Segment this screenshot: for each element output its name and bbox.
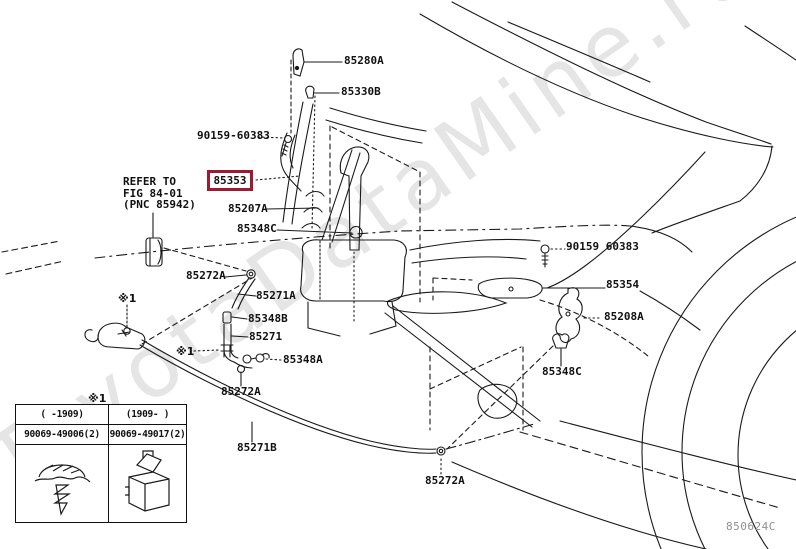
part-label-85207A[interactable]: 85207A [228, 202, 268, 215]
part-label-85271[interactable]: 85271 [249, 330, 283, 343]
refer-note-line1: REFER TO [123, 175, 176, 188]
washer-tank-drawing [300, 238, 541, 337]
box-clip-icon [124, 450, 170, 512]
table-header-early: ( -1909) [15, 404, 109, 425]
part-label-85272A-upper[interactable]: 85272A [186, 269, 226, 282]
leader-lines [193, 61, 606, 475]
refer-note-line2: FIG 84-01 [123, 186, 183, 200]
ref-mark-1-mid: ※1 [176, 345, 195, 358]
part-label-85348B[interactable]: 85348B [248, 312, 288, 325]
joint-icon-85348B [222, 311, 232, 324]
clip-icon-hood [123, 327, 131, 335]
grommet-icon-top [246, 269, 256, 279]
part-label-85272A-bottom[interactable]: 85272A [425, 474, 465, 487]
diagram-code: 850624C [726, 520, 776, 533]
right-parts-drawing [432, 244, 701, 450]
part-label-85272A-mid[interactable]: 85272A [221, 385, 261, 398]
part-label-85354[interactable]: 85354 [606, 278, 640, 291]
hood-edge-and-hose-drawing [84, 212, 535, 456]
ref-mark-1-left: ※1 [118, 292, 137, 305]
cowl-and-pillar-drawing [280, 48, 427, 323]
refer-note-line3: (PNC 85942) [123, 198, 196, 211]
screw-icon-right [540, 244, 550, 268]
part-label-85271B[interactable]: 85271B [237, 441, 277, 454]
push-clip-icon [34, 464, 91, 516]
screw-icon-left [281, 134, 293, 157]
variant-table: ( -1909) (1909- ) 90069-49006(2) 90069-4… [15, 404, 187, 523]
clip-icon-mid [220, 344, 234, 358]
table-caption-ref-mark: ※1 [88, 392, 107, 405]
table-part-early[interactable]: 90069-49006(2) [15, 424, 109, 445]
nozzle-dish-85354 [477, 277, 543, 299]
part-label-85280A[interactable]: 85280A [344, 54, 384, 67]
part-label-85353: 85353 [213, 174, 247, 187]
clip-icon-85348C-left [349, 225, 363, 239]
part-label-85271A[interactable]: 85271A [256, 289, 296, 302]
hose-part-85208A [555, 287, 583, 344]
part-label-90159-60383-right[interactable]: 90159 60383 [566, 240, 639, 253]
grommet-icon-bottom [436, 446, 446, 456]
grommet-icon-85348A [242, 353, 270, 364]
refer-part-drawing [145, 237, 163, 267]
grommet-icon-right [552, 333, 570, 349]
part-label-85208A[interactable]: 85208A [604, 310, 644, 323]
clip-drawing-early-cell [15, 444, 109, 523]
part-label-90159-60383-left[interactable]: 90159-60383 [197, 129, 270, 142]
table-header-late: (1909- ) [108, 404, 187, 425]
refer-note: REFER TO FIG 84-01 (PNC 85942) [123, 176, 196, 211]
part-label-85348C-right[interactable]: 85348C [542, 365, 582, 378]
part-label-85348A[interactable]: 85348A [283, 353, 323, 366]
wheel-arch-arcs [641, 216, 796, 549]
part-label-85348C-left[interactable]: 85348C [237, 222, 277, 235]
highlighted-part-85353[interactable]: 85353 [207, 170, 253, 191]
hood-corner-drawing [84, 322, 146, 350]
table-part-late[interactable]: 90069-49017(2) [108, 424, 187, 445]
part-label-85330B[interactable]: 85330B [341, 85, 381, 98]
clip-drawing-late-cell [108, 444, 187, 523]
